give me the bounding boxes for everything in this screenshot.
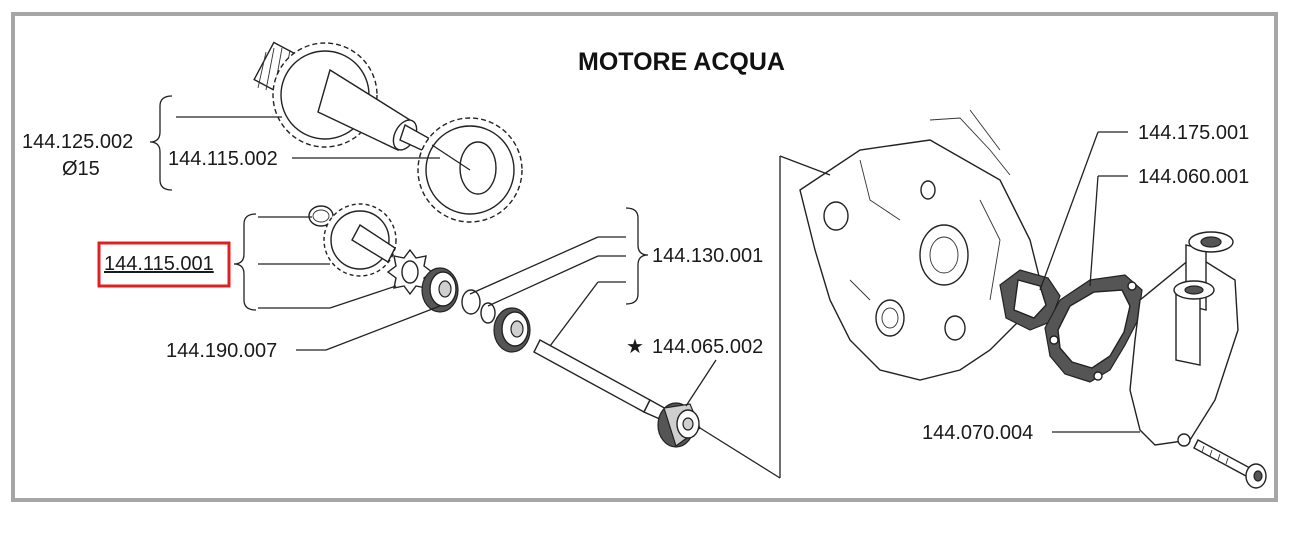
star-icon: ★ xyxy=(626,336,644,358)
engine-case xyxy=(799,109,1041,381)
pump-cover xyxy=(1129,231,1239,447)
upper-gear-shaft xyxy=(253,41,433,153)
small-gear-group xyxy=(308,203,434,296)
bearing-2 xyxy=(493,307,531,353)
bearing-1 xyxy=(421,267,459,313)
label-144-115-002: 144.115.002 xyxy=(168,148,278,170)
gasket xyxy=(1044,274,1143,383)
ring-2 xyxy=(480,302,496,324)
assembly-lines xyxy=(431,144,831,479)
label-144-060-001: 144.060.001 xyxy=(1138,166,1249,188)
label-144-065-002: 144.065.002 xyxy=(652,336,763,358)
callout-lines xyxy=(149,95,1140,433)
label-diameter-15: Ø15 xyxy=(62,158,100,180)
label-144-130-001: 144.130.001 xyxy=(652,245,763,267)
ring-1 xyxy=(461,289,481,315)
label-144-125-002: 144.125.002 xyxy=(22,131,133,153)
diagram-title: MOTORE ACQUA xyxy=(578,48,785,76)
label-144-070-004: 144.070.004 xyxy=(922,422,1033,444)
label-144-115-001: 144.115.001 xyxy=(104,253,214,275)
highlight-box xyxy=(97,241,231,288)
label-144-190-007: 144.190.007 xyxy=(166,340,277,362)
cover-bolt xyxy=(1193,439,1267,489)
label-144-175-001: 144.175.001 xyxy=(1138,122,1249,144)
impeller xyxy=(999,269,1061,331)
diagram-frame xyxy=(11,12,1278,502)
pump-shaft xyxy=(533,339,669,421)
shaft-seal xyxy=(657,402,701,448)
